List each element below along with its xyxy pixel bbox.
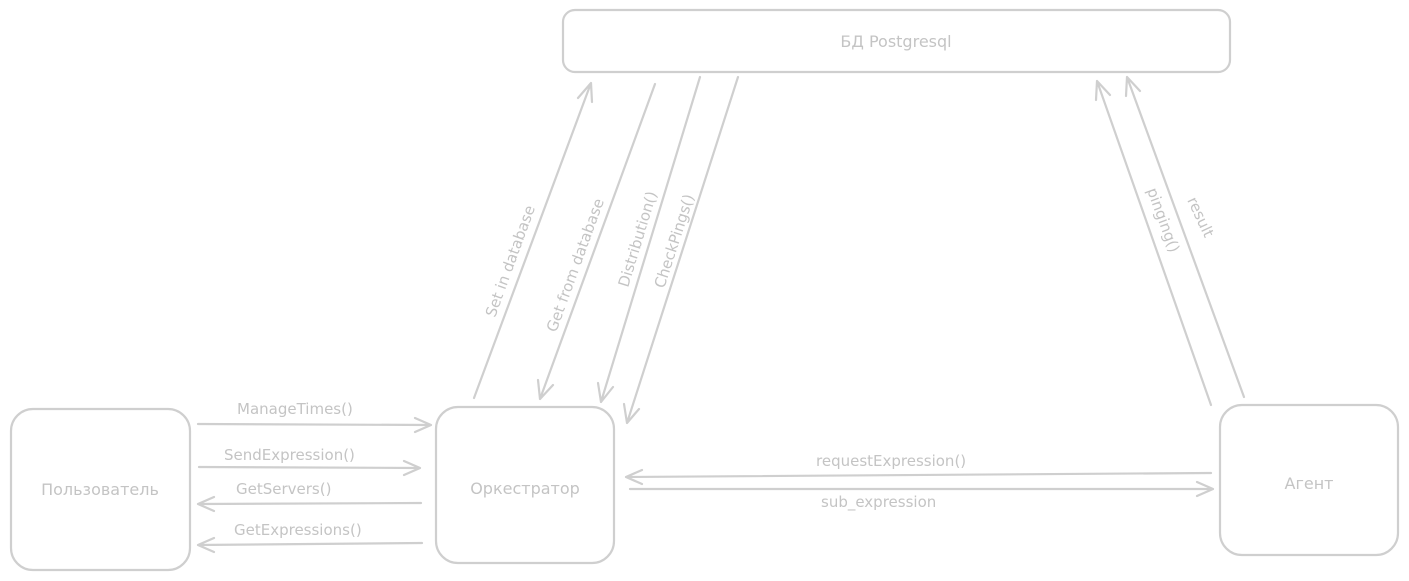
pinging-label: pinging() [1143, 185, 1183, 255]
edge-get-expressions: GetExpressions() [196, 521, 424, 554]
get-expressions-label: GetExpressions() [234, 521, 362, 539]
database-box [561, 8, 1232, 74]
request-expression-label: requestExpression() [816, 452, 966, 470]
orchestrator-label: Оркестратор [470, 479, 580, 498]
get-servers-arrow [196, 495, 423, 513]
get-expressions-arrow [196, 536, 424, 554]
set-in-database-arrow [472, 81, 594, 400]
result-label: result [1183, 194, 1217, 240]
send-expression-label: SendExpression() [224, 446, 355, 464]
get-servers-label: GetServers() [236, 480, 331, 498]
node-orchestrator: Оркестратор [434, 405, 616, 565]
node-user: Пользователь [9, 407, 192, 572]
edge-result: result [1124, 75, 1246, 399]
manage-times-label: ManageTimes() [237, 400, 353, 418]
agent-label: Агент [1285, 474, 1334, 493]
edge-request-expression: requestExpression() [624, 452, 1213, 486]
user-label: Пользователь [41, 480, 159, 499]
get-from-database-arrow [536, 82, 657, 401]
edge-manage-times: ManageTimes() [196, 400, 433, 434]
edge-sub-expression: sub_expression [628, 480, 1215, 512]
edge-get-servers: GetServers() [196, 480, 423, 513]
edge-send-expression: SendExpression() [197, 446, 422, 477]
result-arrow [1124, 75, 1246, 399]
user-box [9, 407, 192, 572]
node-agent: Агент [1218, 403, 1400, 557]
send-expression-arrow [197, 459, 422, 477]
manage-times-arrow [196, 416, 433, 434]
check-pings-arrow [622, 75, 740, 425]
pinging-arrow [1094, 79, 1213, 407]
database-label: БД Postgresql [840, 32, 951, 51]
get-from-database-label: Get from database [543, 196, 608, 334]
sub-expression-label: sub_expression [821, 493, 936, 512]
sub-expression-arrow [628, 480, 1215, 498]
edge-pinging: pinging() [1094, 79, 1213, 407]
node-database: БД Postgresql [561, 8, 1232, 74]
orchestrator-box [434, 405, 616, 565]
request-expression-arrow [624, 468, 1213, 486]
distribution-arrow [596, 75, 702, 404]
agent-box [1218, 403, 1400, 557]
